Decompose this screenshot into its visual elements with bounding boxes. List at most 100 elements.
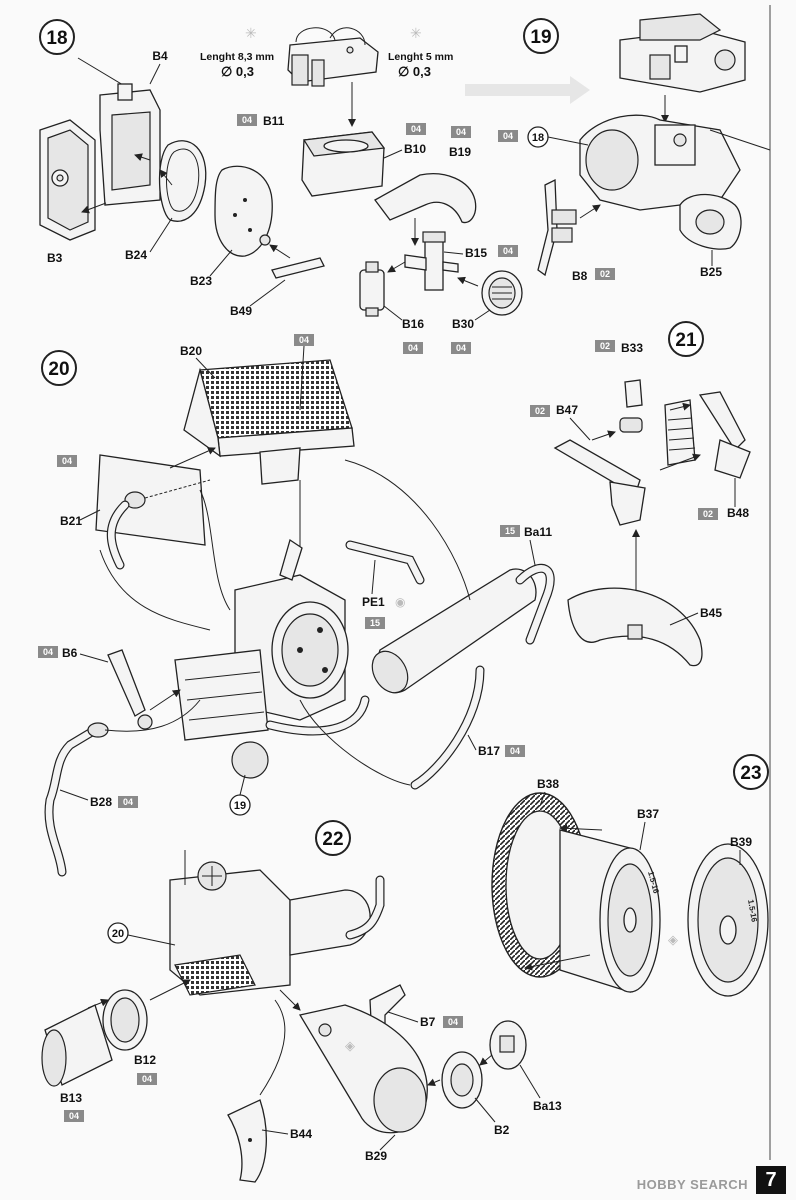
note-length-right: Lenght 5 mm <box>388 51 453 63</box>
part-b21 <box>95 454 211 546</box>
paint-badge-b10a <box>406 123 426 135</box>
part-b10 <box>301 131 386 197</box>
label-b17: B17 <box>478 744 500 758</box>
label-b38: B38 <box>537 777 559 791</box>
part-b12 <box>102 989 148 1051</box>
paint-badge-b13 <box>64 1110 84 1122</box>
part-b33 <box>624 379 643 408</box>
label-b3: B3 <box>47 251 63 265</box>
paint-badge-b16 <box>403 342 423 354</box>
part-b4 <box>77 57 161 206</box>
paint-badge-b6 <box>38 646 58 658</box>
page-number: 7 <box>765 1169 777 1191</box>
label-b20: B20 <box>180 344 202 358</box>
part-b37: 1.5-16 <box>559 829 661 993</box>
paint-code-b30: 04 <box>456 343 466 353</box>
page-number-box <box>756 1166 786 1194</box>
label-b49: B49 <box>230 304 252 318</box>
label-b11: B11 <box>263 114 285 128</box>
label-b44: B44 <box>290 1127 312 1141</box>
paint-code-b7: 04 <box>448 1017 458 1027</box>
label-ba11: Ba11 <box>524 525 552 539</box>
part-b11 <box>287 27 379 87</box>
paint-badge-b15 <box>498 245 518 257</box>
paint-code-b11: 04 <box>242 115 252 125</box>
part-engine-body <box>579 114 771 211</box>
step-19-arrow <box>465 76 590 104</box>
part-engine-assembly <box>174 538 349 779</box>
paint-badge-ba11 <box>500 525 520 537</box>
part-b30 <box>481 270 523 316</box>
paint-badge-b11 <box>237 114 257 126</box>
paint-badge-b21 <box>57 455 77 467</box>
part-b45 <box>567 587 703 667</box>
label-b8: B8 <box>572 269 588 283</box>
paint-badge-b8 <box>595 268 615 280</box>
part-b2 <box>441 1051 483 1109</box>
paint-badge-b12 <box>137 1073 157 1085</box>
part-b16 <box>359 261 385 317</box>
part-suspension <box>553 391 751 526</box>
paint-code-b48: 02 <box>703 509 713 519</box>
paint-badge-19-top <box>498 130 518 142</box>
label-b2: B2 <box>494 1123 510 1137</box>
paint-badge-b33 <box>595 340 615 352</box>
paint-code-b15: 04 <box>503 246 513 256</box>
step-18-number: 18 <box>46 28 67 49</box>
part-b13 <box>41 1004 113 1087</box>
paint-code-b13: 04 <box>69 1111 79 1121</box>
paint-code-b28: 04 <box>123 797 133 807</box>
step-21-number: 21 <box>675 330 697 351</box>
label-b30: B30 <box>452 317 474 331</box>
paint-badge-b48 <box>698 508 718 520</box>
glue-icon-23: ◈ <box>668 932 678 947</box>
part-assembled-unit <box>169 850 385 996</box>
note-length-left: Lenght 8,3 mm <box>200 51 274 63</box>
label-b4: B4 <box>152 49 168 63</box>
label-b21: B21 <box>60 514 82 528</box>
step-22-number: 22 <box>322 829 343 850</box>
pe1-icon: ◉ <box>395 595 405 609</box>
wire-icon-left: ✳ <box>245 25 257 41</box>
paint-code-b47: 02 <box>535 406 545 416</box>
label-b7: B7 <box>420 1015 436 1029</box>
step-19: 19 18 04 B8 02 <box>465 13 771 283</box>
step-21: 21 02 B33 02 B47 B48 02 <box>530 321 751 667</box>
label-b12: B12 <box>134 1053 156 1067</box>
part-b39: 1.5-16 <box>687 843 769 997</box>
paint-code-b33: 02 <box>600 341 610 351</box>
label-b29: B29 <box>365 1149 387 1163</box>
paint-code-b10b: 04 <box>456 127 466 137</box>
part-ba13 <box>489 1020 527 1070</box>
label-b19: B19 <box>449 145 471 159</box>
step-20-badge <box>41 350 77 386</box>
label-b10: B10 <box>404 142 426 156</box>
paint-code-b16: 04 <box>408 343 418 353</box>
part-b25 <box>679 193 742 250</box>
step-21-badge <box>668 321 704 357</box>
paint-badge-b7 <box>443 1016 463 1028</box>
label-b25: B25 <box>700 265 722 279</box>
part-b44 <box>227 1099 267 1183</box>
step-20-number: 20 <box>48 359 69 380</box>
label-b37: B37 <box>637 807 659 821</box>
label-b13: B13 <box>60 1091 82 1105</box>
label-b45: B45 <box>700 606 722 620</box>
paint-code-b8: 02 <box>600 269 610 279</box>
paint-code-ba11: 15 <box>505 526 515 536</box>
step-20: 20 B20 04 04 B21 <box>38 334 555 877</box>
ref-18: 18 <box>532 132 544 144</box>
part-b49 <box>271 257 325 279</box>
label-b16: B16 <box>402 317 424 331</box>
label-b23: B23 <box>190 274 212 288</box>
wire-icon-right: ✳ <box>410 25 422 41</box>
paint-code-b6: 04 <box>43 647 53 657</box>
paint-code-pe1: 15 <box>370 618 380 628</box>
part-engine-top <box>619 13 746 93</box>
label-pe1: PE1 <box>362 595 385 609</box>
label-b47: B47 <box>556 403 578 417</box>
paint-badge-b30 <box>451 342 471 354</box>
part-b19 <box>374 173 477 224</box>
paint-code-b10a: 04 <box>411 124 421 134</box>
